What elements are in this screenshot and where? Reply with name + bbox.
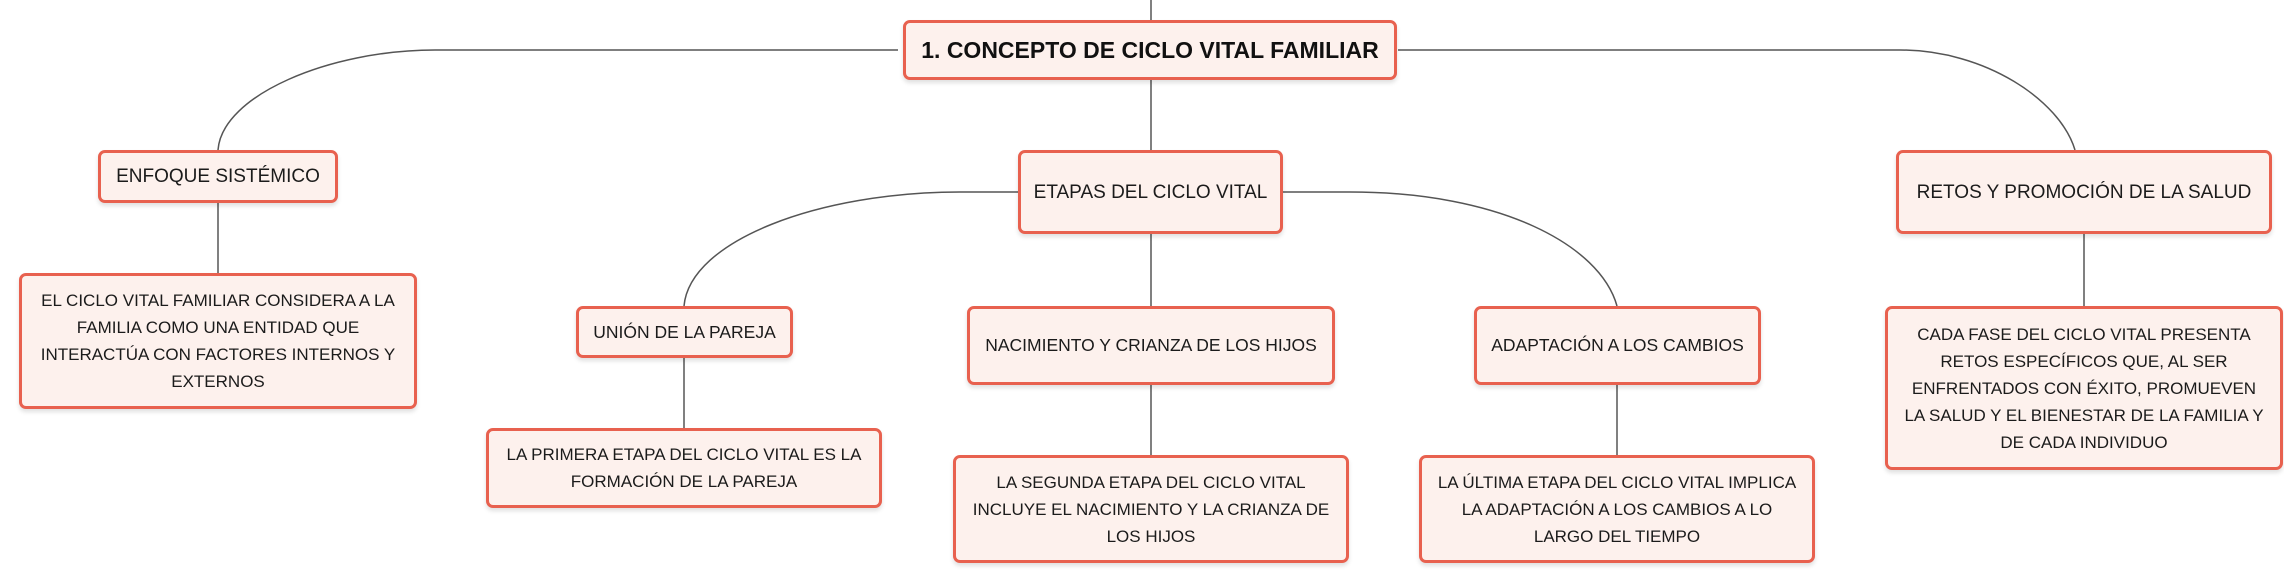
nacimiento-crianza-node[interactable]: NACIMIENTO Y CRIANZA DE LOS HIJOS [967, 306, 1335, 385]
enfoque-sistemico-label: ENFOQUE SISTÉMICO [116, 166, 320, 187]
etapas-ciclo-vital-label: ETAPAS DEL CICLO VITAL [1033, 181, 1268, 203]
etapas-ciclo-vital-node[interactable]: ETAPAS DEL CICLO VITAL [1018, 150, 1283, 234]
union-pareja-label: UNIÓN DE LA PAREJA [593, 321, 776, 342]
nacimiento-crianza-detail-node[interactable]: LA SEGUNDA ETAPA DEL CICLO VITAL INCLUYE… [953, 455, 1349, 563]
nacimiento-crianza-detail-text: LA SEGUNDA ETAPA DEL CICLO VITAL INCLUYE… [972, 472, 1330, 546]
connector-root-retos [1398, 49, 2076, 151]
connector-etapas-adaptacion [1283, 191, 1618, 307]
adaptacion-cambios-label: ADAPTACIÓN A LOS CAMBIOS [1491, 335, 1744, 355]
connector-root-enfoque [217, 49, 898, 151]
connector-etapas-union [683, 191, 1018, 307]
union-pareja-node[interactable]: UNIÓN DE LA PAREJA [576, 306, 793, 358]
retos-promocion-salud-detail-text: CADA FASE DEL CICLO VITAL PRESENTA RETOS… [1904, 324, 2264, 452]
union-pareja-detail-node[interactable]: LA PRIMERA ETAPA DEL CICLO VITAL ES LA F… [486, 428, 882, 508]
adaptacion-cambios-node[interactable]: ADAPTACIÓN A LOS CAMBIOS [1474, 306, 1761, 385]
root-node[interactable]: 1. CONCEPTO DE CICLO VITAL FAMILIAR [903, 20, 1397, 80]
adaptacion-cambios-detail-text: LA ÚLTIMA ETAPA DEL CICLO VITAL IMPLICA … [1437, 472, 1797, 546]
enfoque-sistemico-detail-node[interactable]: EL CICLO VITAL FAMILIAR CONSIDERA A LA F… [19, 273, 417, 409]
nacimiento-crianza-label: NACIMIENTO Y CRIANZA DE LOS HIJOS [985, 335, 1317, 355]
retos-promocion-salud-label: RETOS Y PROMOCIÓN DE LA SALUD [1916, 181, 2252, 203]
union-pareja-detail-text: LA PRIMERA ETAPA DEL CICLO VITAL ES LA F… [506, 445, 862, 491]
root-node-label: 1. CONCEPTO DE CICLO VITAL FAMILIAR [921, 36, 1379, 63]
retos-promocion-salud-detail-node[interactable]: CADA FASE DEL CICLO VITAL PRESENTA RETOS… [1885, 306, 2283, 470]
enfoque-sistemico-detail-text: EL CICLO VITAL FAMILIAR CONSIDERA A LA F… [40, 291, 396, 391]
adaptacion-cambios-detail-node[interactable]: LA ÚLTIMA ETAPA DEL CICLO VITAL IMPLICA … [1419, 455, 1815, 563]
retos-promocion-salud-node[interactable]: RETOS Y PROMOCIÓN DE LA SALUD [1896, 150, 2272, 234]
enfoque-sistemico-node[interactable]: ENFOQUE SISTÉMICO [98, 150, 338, 203]
